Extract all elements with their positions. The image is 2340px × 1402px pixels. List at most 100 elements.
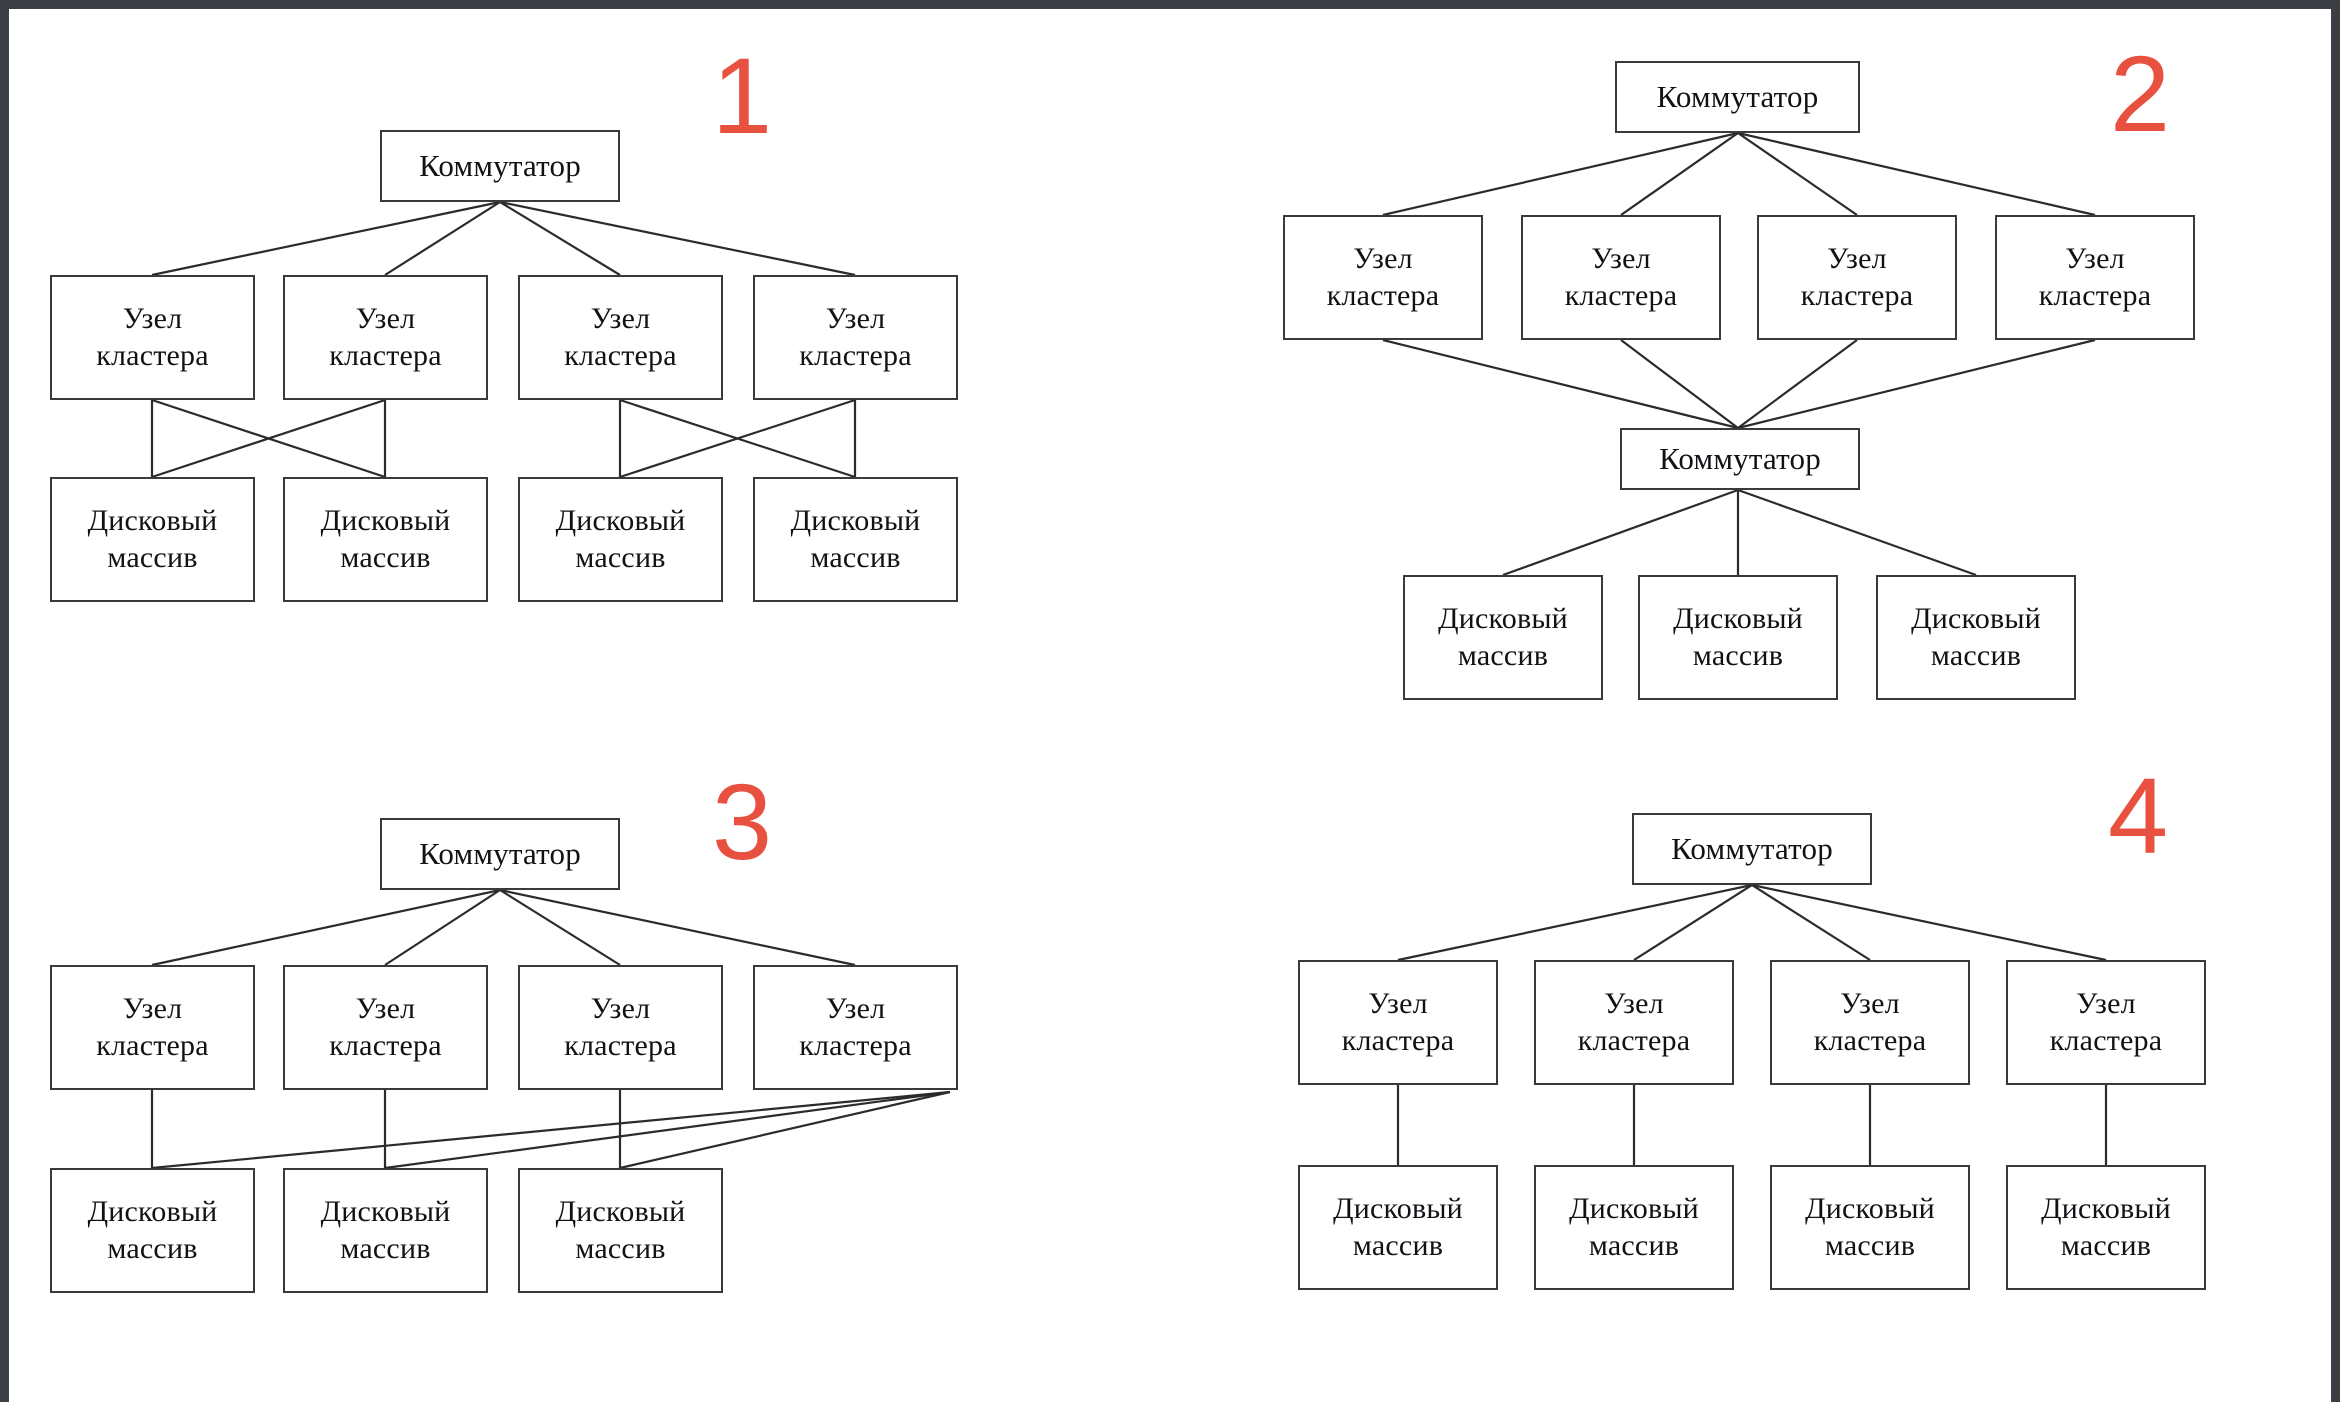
panel2-disk-array-3[interactable]: Дисковый массив (1876, 575, 2076, 700)
panel1-cluster-node-1-line1: Узел (122, 301, 183, 335)
panel4-cluster-node-1-line1: Узел (1368, 986, 1428, 1020)
panel4-disk-array-2-line1: Дисковый (1569, 1191, 1699, 1225)
panel3-cluster-node-4-line1: Узел (825, 991, 886, 1025)
panel-number-3: 3 (712, 761, 773, 882)
panel2-disk-array-2[interactable]: Дисковый массив (1638, 575, 1838, 700)
panel1-disk-array-4-line1: Дисковый (790, 503, 921, 537)
panel2-switch-top-label: Коммутатор (1656, 79, 1819, 115)
panel1-cluster-node-4-line1: Узел (825, 301, 886, 335)
panel4-disk-array-4-line2: массив (2060, 1228, 2152, 1262)
panel2-cluster-node-2-line1: Узел (1591, 241, 1651, 275)
panel3-cluster-node-2-line2: кластера (329, 1028, 442, 1062)
panel2-disk-array-1-line1: Дисковый (1438, 601, 1568, 635)
panel4-disk-array-2-line2: массив (1588, 1228, 1680, 1262)
panel2-disk-array-1-line2: массив (1457, 638, 1549, 672)
panel3-cluster-node-1-line2: кластера (96, 1028, 209, 1062)
panel2-cluster-node-1-line1: Узел (1353, 241, 1413, 275)
panel3-disk-array-1[interactable]: Дисковый массив (50, 1168, 255, 1293)
panel4-disk-array-1[interactable]: Дисковый массив (1298, 1165, 1498, 1290)
panel1-cluster-node-2-line1: Узел (355, 301, 416, 335)
panel3-disk-array-2-line2: массив (340, 1231, 431, 1265)
panel1-disk-array-3-line1: Дисковый (555, 503, 686, 537)
page-frame-right (2331, 0, 2340, 1402)
panel4-disk-array-3-line1: Дисковый (1805, 1191, 1935, 1225)
panel4-cluster-node-2-line2: кластера (1577, 1023, 1691, 1057)
panel3-cluster-node-1[interactable]: Узел кластера (50, 965, 255, 1090)
panel2-cluster-node-4[interactable]: Узел кластера (1995, 215, 2195, 340)
panel4-cluster-node-2[interactable]: Узел кластера (1534, 960, 1734, 1085)
panel3-switch-label: Коммутатор (419, 836, 581, 872)
panel1-disk-array-1-line1: Дисковый (87, 503, 218, 537)
panel3-cluster-node-4[interactable]: Узел кластера (753, 965, 958, 1090)
panel1-disk-array-2-line1: Дисковый (320, 503, 451, 537)
panel1-disk-array-3[interactable]: Дисковый массив (518, 477, 723, 602)
panel2-cluster-node-2-line2: кластера (1564, 278, 1678, 312)
panel4-cluster-node-3-line2: кластера (1813, 1023, 1927, 1057)
panel1-cluster-node-2[interactable]: Узел кластера (283, 275, 488, 400)
panel4-cluster-node-4-line1: Узел (2076, 986, 2136, 1020)
panel2-cluster-node-1[interactable]: Узел кластера (1283, 215, 1483, 340)
panel3-cluster-node-2-line1: Узел (355, 991, 416, 1025)
panel4-cluster-node-1-line2: кластера (1341, 1023, 1455, 1057)
panel4-cluster-node-3[interactable]: Узел кластера (1770, 960, 1970, 1085)
panel1-disk-array-1[interactable]: Дисковый массив (50, 477, 255, 602)
panel1-cluster-node-2-line2: кластера (329, 338, 442, 372)
panel3-cluster-node-3[interactable]: Узел кластера (518, 965, 723, 1090)
panel2-switch-bottom[interactable]: Коммутатор (1620, 428, 1860, 490)
panel4-disk-array-4[interactable]: Дисковый массив (2006, 1165, 2206, 1290)
panel2-switch-top[interactable]: Коммутатор (1615, 61, 1860, 133)
panel2-disk-array-1[interactable]: Дисковый массив (1403, 575, 1603, 700)
panel2-cluster-node-2[interactable]: Узел кластера (1521, 215, 1721, 340)
panel2-cluster-node-3-line2: кластера (1800, 278, 1914, 312)
panel1-disk-array-3-line2: массив (575, 540, 666, 574)
panel3-cluster-node-2[interactable]: Узел кластера (283, 965, 488, 1090)
panel3-cluster-node-1-line1: Узел (122, 991, 183, 1025)
panel1-cluster-node-4-line2: кластера (799, 338, 912, 372)
panel3-disk-array-1-line1: Дисковый (87, 1194, 218, 1228)
panel1-disk-array-2-line2: массив (340, 540, 431, 574)
panel2-disk-array-2-line1: Дисковый (1673, 601, 1803, 635)
panel4-cluster-node-2-line1: Узел (1604, 986, 1664, 1020)
panel1-cluster-node-3[interactable]: Узел кластера (518, 275, 723, 400)
panel1-disk-array-2[interactable]: Дисковый массив (283, 477, 488, 602)
panel4-disk-array-3-line2: массив (1824, 1228, 1916, 1262)
panel3-disk-array-2[interactable]: Дисковый массив (283, 1168, 488, 1293)
panel2-cluster-node-4-line2: кластера (2038, 278, 2152, 312)
panel2-cluster-node-3[interactable]: Узел кластера (1757, 215, 1957, 340)
page-frame-left (0, 0, 9, 1402)
panel-number-4: 4 (2108, 755, 2169, 876)
panel1-cluster-node-4[interactable]: Узел кластера (753, 275, 958, 400)
panel1-disk-array-4[interactable]: Дисковый массив (753, 477, 958, 602)
panel4-switch[interactable]: Коммутатор (1632, 813, 1872, 885)
panel3-disk-array-3[interactable]: Дисковый массив (518, 1168, 723, 1293)
panel3-cluster-node-4-line2: кластера (799, 1028, 912, 1062)
panel4-disk-array-1-line1: Дисковый (1333, 1191, 1463, 1225)
panel2-cluster-node-3-line1: Узел (1827, 241, 1887, 275)
panel4-disk-array-3[interactable]: Дисковый массив (1770, 1165, 1970, 1290)
panel1-switch-label: Коммутатор (419, 148, 581, 184)
panel-number-1: 1 (712, 35, 773, 156)
panel4-cluster-node-1[interactable]: Узел кластера (1298, 960, 1498, 1085)
panel4-cluster-node-4[interactable]: Узел кластера (2006, 960, 2206, 1085)
panel4-disk-array-1-line2: массив (1352, 1228, 1444, 1262)
panel4-cluster-node-3-line1: Узел (1840, 986, 1900, 1020)
panel4-disk-array-2[interactable]: Дисковый массив (1534, 1165, 1734, 1290)
panel-number-2: 2 (2110, 33, 2171, 154)
panel3-cluster-node-3-line1: Узел (590, 991, 651, 1025)
panel3-cluster-node-3-line2: кластера (564, 1028, 677, 1062)
panel4-disk-array-4-line1: Дисковый (2041, 1191, 2171, 1225)
panel4-switch-label: Коммутатор (1671, 831, 1833, 867)
panel3-disk-array-2-line1: Дисковый (320, 1194, 451, 1228)
panel1-disk-array-1-line2: массив (107, 540, 198, 574)
panel3-disk-array-3-line2: массив (575, 1231, 666, 1265)
panel2-switch-bottom-label: Коммутатор (1659, 441, 1821, 477)
panel1-switch[interactable]: Коммутатор (380, 130, 620, 202)
panel1-cluster-node-3-line1: Узел (590, 301, 651, 335)
panel3-disk-array-1-line2: массив (107, 1231, 198, 1265)
panel2-cluster-node-4-line1: Узел (2065, 241, 2125, 275)
panel3-switch[interactable]: Коммутатор (380, 818, 620, 890)
panel1-cluster-node-1[interactable]: Узел кластера (50, 275, 255, 400)
page-frame-top (0, 0, 2340, 9)
panel3-disk-array-3-line1: Дисковый (555, 1194, 686, 1228)
